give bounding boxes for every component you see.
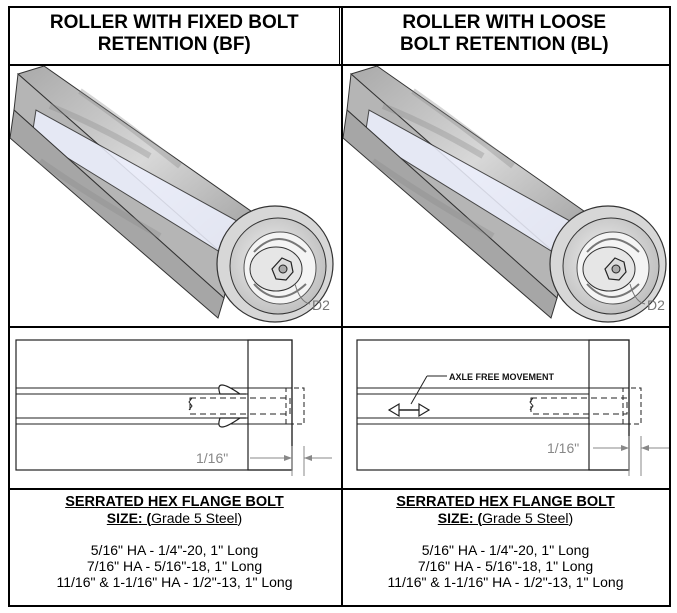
section-loose-bolt: AXLE FREE MOVEMENT 1/16" <box>343 328 672 488</box>
header-fixed-line2: RETENTION (BF) <box>97 34 251 55</box>
roller-tube <box>10 66 259 319</box>
d2-leader <box>294 283 311 305</box>
hex-bolt <box>582 246 636 292</box>
tube-outline <box>15 339 293 471</box>
render-loose-bolt: D2 <box>343 66 672 326</box>
spec-line: 11/16" & 1-1/16" HA - 1/2"-13, 1" Long <box>56 574 293 590</box>
comparison-sheet: ROLLER WITH FIXED BOLT RETENTION (BF) RO… <box>8 6 671 607</box>
bolt-spec-loose: SERRATED HEX FLANGE BOLT SIZE: (Grade 5 … <box>341 494 670 607</box>
bolt-shank <box>189 397 291 415</box>
size-label: SIZE: ( <box>437 510 483 526</box>
retainer-top <box>218 384 246 395</box>
roller-tube <box>343 66 592 319</box>
header-loose-bolt: ROLLER WITH LOOSE BOLT RETENTION (BL) <box>340 8 670 64</box>
spec-size: SIZE: (Grade 5 Steel) <box>10 510 339 526</box>
size-value: Grade 5 Steel <box>482 510 569 526</box>
d2-leader <box>629 283 646 305</box>
bolt-head <box>285 387 305 425</box>
header-fixed-bolt: ROLLER WITH FIXED BOLT RETENTION (BF) <box>10 8 340 64</box>
divider-vertical <box>341 8 343 605</box>
d2-callout: D2 <box>647 297 665 313</box>
divider-section <box>10 488 669 490</box>
gap-dimension: 1/16" <box>196 450 228 466</box>
bolt-shank <box>530 397 628 415</box>
divider-header <box>10 64 669 66</box>
hex-bolt <box>249 246 303 292</box>
size-close: ) <box>237 510 243 526</box>
spec-line: 5/16" HA - 1/4"-20, 1" Long <box>421 542 590 558</box>
size-label: SIZE: ( <box>106 510 152 526</box>
spec-title: SERRATED HEX FLANGE BOLT <box>396 494 615 510</box>
spec-line: 7/16" HA - 5/16"-18, 1" Long <box>417 558 594 574</box>
spec-line: 11/16" & 1-1/16" HA - 1/2"-13, 1" Long <box>387 574 624 590</box>
spec-line: 7/16" HA - 5/16"-18, 1" Long <box>86 558 263 574</box>
header-loose-line1: ROLLER WITH LOOSE <box>402 12 607 33</box>
render-fixed-bolt: D2 <box>10 66 339 326</box>
d2-callout: D2 <box>312 297 330 313</box>
spec-size: SIZE: (Grade 5 Steel) <box>341 510 670 526</box>
section-fixed-bolt: 1/16" <box>10 328 339 488</box>
bolt-head <box>622 387 642 425</box>
axle-free-movement-label: AXLE FREE MOVEMENT <box>449 372 555 382</box>
end-cap <box>247 339 293 471</box>
size-close: ) <box>568 510 574 526</box>
retainer-bottom <box>218 417 246 428</box>
divider-render <box>10 326 669 328</box>
spec-title: SERRATED HEX FLANGE BOLT <box>65 494 284 510</box>
header-fixed-line1: ROLLER WITH FIXED BOLT <box>49 12 299 33</box>
spec-line: 5/16" HA - 1/4"-20, 1" Long <box>90 542 259 558</box>
gap-dimension: 1/16" <box>547 440 579 456</box>
size-value: Grade 5 Steel <box>151 510 238 526</box>
header-loose-line2: BOLT RETENTION (BL) <box>399 34 609 55</box>
bolt-spec-fixed: SERRATED HEX FLANGE BOLT SIZE: (Grade 5 … <box>10 494 339 607</box>
end-cap <box>588 339 630 471</box>
